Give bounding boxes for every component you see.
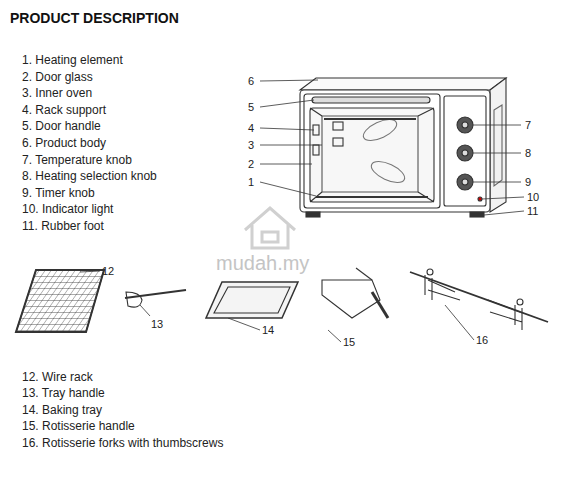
callout-number: 4 <box>248 122 254 135</box>
callout-number: 13 <box>151 318 163 331</box>
oven-body <box>300 78 506 217</box>
part-list-item: 11. Rubber foot <box>22 220 104 234</box>
accessory-list-item: 15. Rotisserie handle <box>22 420 135 434</box>
callout-number: 10 <box>527 191 539 204</box>
callout-number: 9 <box>525 176 531 189</box>
part-list-item: 10. Indicator light <box>22 203 113 217</box>
leader-lines <box>80 80 524 342</box>
callout-number: 14 <box>262 324 274 337</box>
part-list-item: 2. Door glass <box>22 71 93 85</box>
callout-number: 5 <box>248 101 254 114</box>
page-title: PRODUCT DESCRIPTION <box>10 10 179 26</box>
callout-number: 2 <box>248 158 254 171</box>
part-list-item: 4. Rack support <box>22 104 106 118</box>
callout-number: 3 <box>248 139 254 152</box>
part-list-item: 9. Timer knob <box>22 187 95 201</box>
part-list-item: 8. Heating selection knob <box>22 170 157 184</box>
part-list-item: 5. Door handle <box>22 120 101 134</box>
callout-number: 12 <box>102 265 114 278</box>
watermark: mudah.my <box>216 252 309 275</box>
part-list-item: 1. Heating element <box>22 54 123 68</box>
part-list-item: 7. Temperature knob <box>22 154 132 168</box>
accessory-list-item: 16. Rotisserie forks with thumbscrews <box>22 437 223 451</box>
accessory-list-item: 13. Tray handle <box>22 387 105 401</box>
callout-number: 11 <box>527 205 538 218</box>
callout-number: 16 <box>476 334 488 347</box>
callout-number: 7 <box>525 119 531 132</box>
watermark-icon <box>245 208 295 248</box>
callout-number: 6 <box>248 75 254 88</box>
callout-number: 8 <box>525 147 531 160</box>
accessory-list-item: 12. Wire rack <box>22 371 93 385</box>
part-list-item: 3. Inner oven <box>22 87 92 101</box>
callout-number: 15 <box>343 336 355 349</box>
callout-number: 1 <box>248 176 254 189</box>
accessory-list-item: 14. Baking tray <box>22 404 102 418</box>
part-list-item: 6. Product body <box>22 137 106 151</box>
accessories <box>16 268 548 332</box>
